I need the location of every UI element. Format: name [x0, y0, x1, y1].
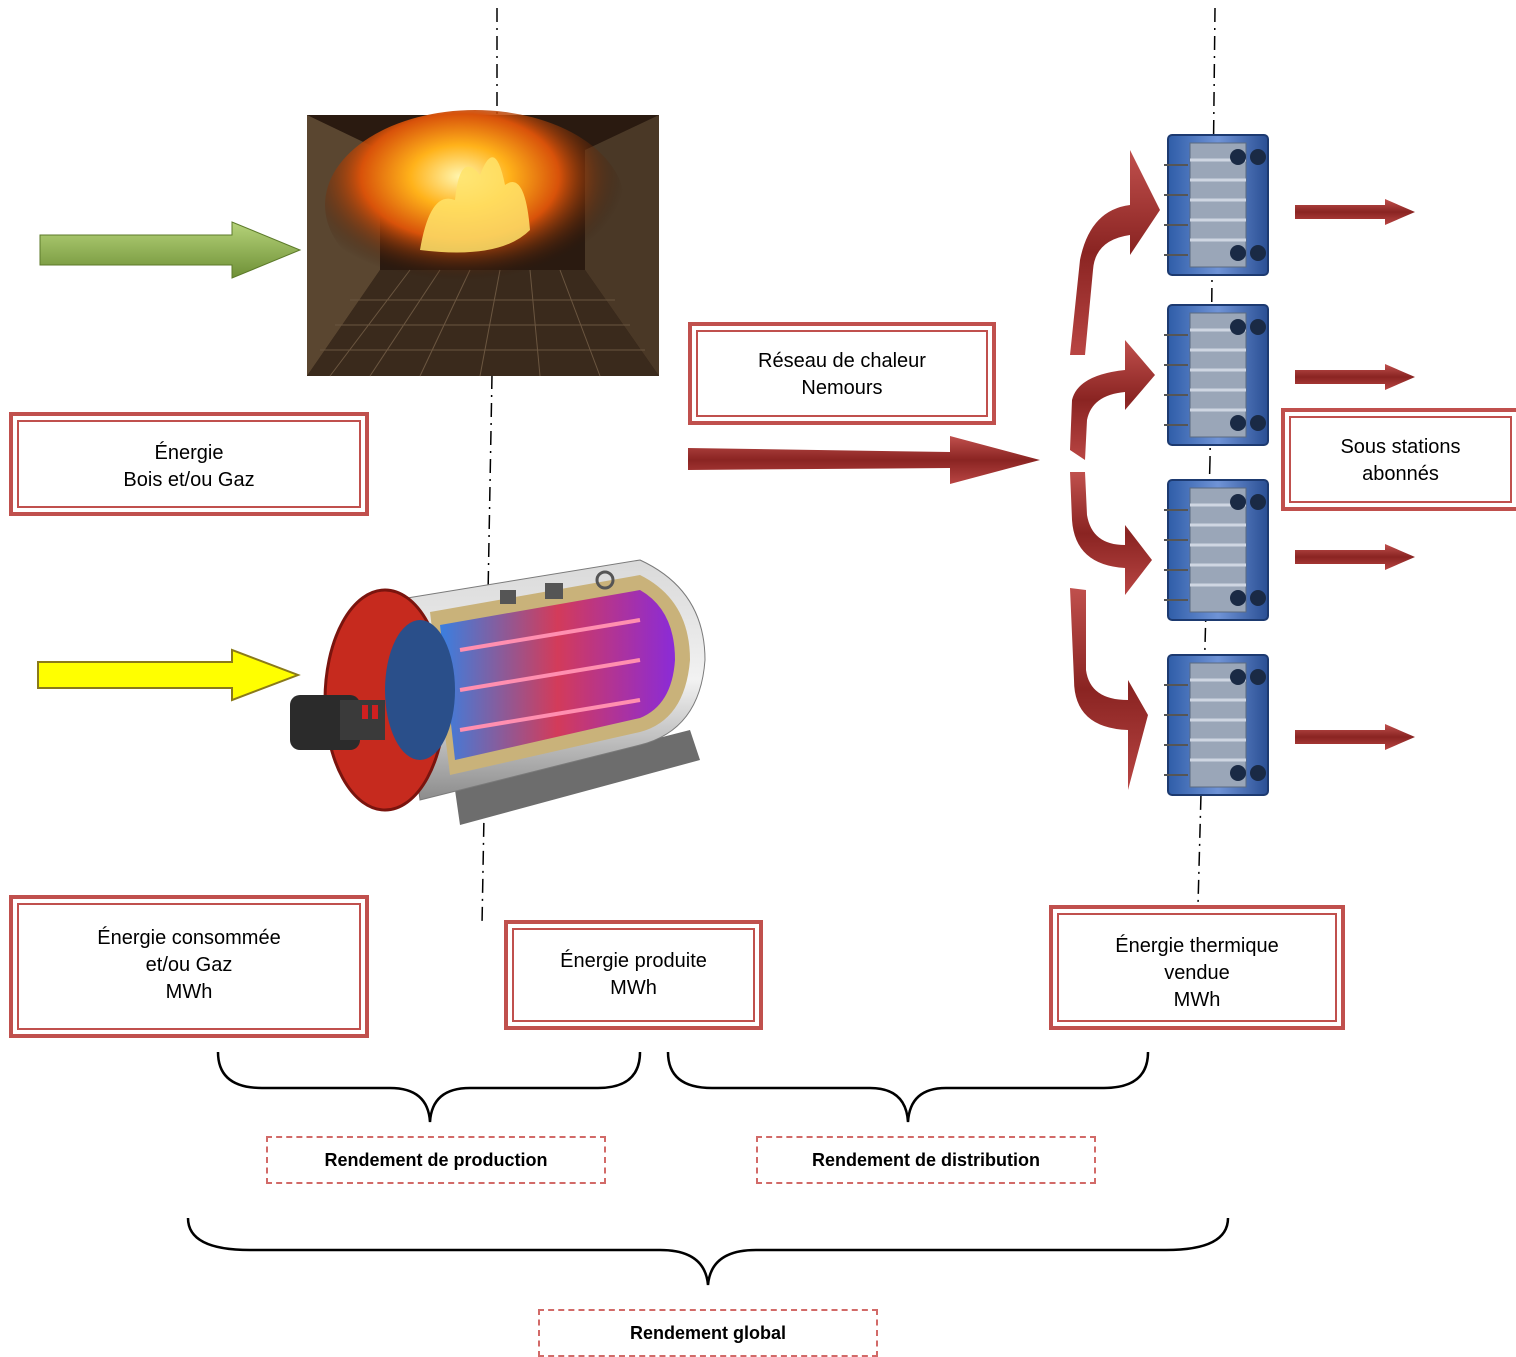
energy-produced-line-1: Énergie produite	[560, 950, 707, 972]
production-yield-label: Rendement de production	[266, 1136, 606, 1184]
energy-consumed-box: Énergie consommée et/ou Gaz MWh	[9, 895, 369, 1038]
energy-consumed-line-3: MWh	[165, 981, 213, 1003]
energy-sold-line-1: Énergie thermique	[1115, 935, 1279, 957]
energy-source-box: Énergie Bois et/ou Gaz	[9, 412, 369, 516]
dashdot-line-production	[481, 8, 498, 926]
boiler-image	[290, 559, 706, 825]
network-line-2: Nemours	[801, 377, 883, 399]
substations-line-2: abonnés	[1362, 463, 1439, 485]
branch-arrows	[1070, 150, 1160, 790]
energy-consumed-line-2: et/ou Gaz	[145, 954, 233, 976]
energy-source-line-1: Énergie	[154, 442, 224, 464]
output-arrow-2	[1295, 364, 1415, 390]
brace-production	[216, 1051, 642, 1123]
energy-sold-box: Énergie thermique vendue MWh	[1049, 905, 1345, 1030]
substations-line-1: Sous stations	[1340, 436, 1461, 458]
heat-exchanger-2	[1162, 303, 1270, 447]
output-arrow-3	[1295, 544, 1415, 570]
brace-global	[186, 1217, 1230, 1286]
heat-exchanger-1	[1162, 133, 1270, 277]
energy-produced-box: Énergie produite MWh	[504, 920, 763, 1030]
heat-exchanger-4	[1162, 653, 1270, 797]
distribution-yield-label: Rendement de distribution	[756, 1136, 1096, 1184]
energy-sold-line-2: vendue	[1164, 962, 1230, 984]
wood-input-arrow	[39, 221, 302, 279]
energy-consumed-line-1: Énergie consommée	[97, 927, 281, 949]
global-yield-label: Rendement global	[538, 1309, 878, 1357]
network-main-arrow	[688, 436, 1040, 484]
gas-input-arrow	[37, 648, 301, 702]
energy-sold-line-3: MWh	[1173, 989, 1221, 1011]
furnace-image	[307, 110, 659, 377]
output-arrow-4	[1295, 724, 1415, 750]
substations-box: Sous stations abonnés	[1281, 408, 1516, 511]
network-box: Réseau de chaleur Nemours	[688, 322, 996, 425]
energy-source-line-2: Bois et/ou Gaz	[123, 469, 255, 491]
network-line-1: Réseau de chaleur	[758, 350, 926, 372]
brace-distribution	[666, 1051, 1150, 1123]
energy-produced-line-2: MWh	[610, 977, 657, 999]
output-arrow-1	[1295, 199, 1415, 225]
heat-exchanger-3	[1162, 478, 1270, 622]
